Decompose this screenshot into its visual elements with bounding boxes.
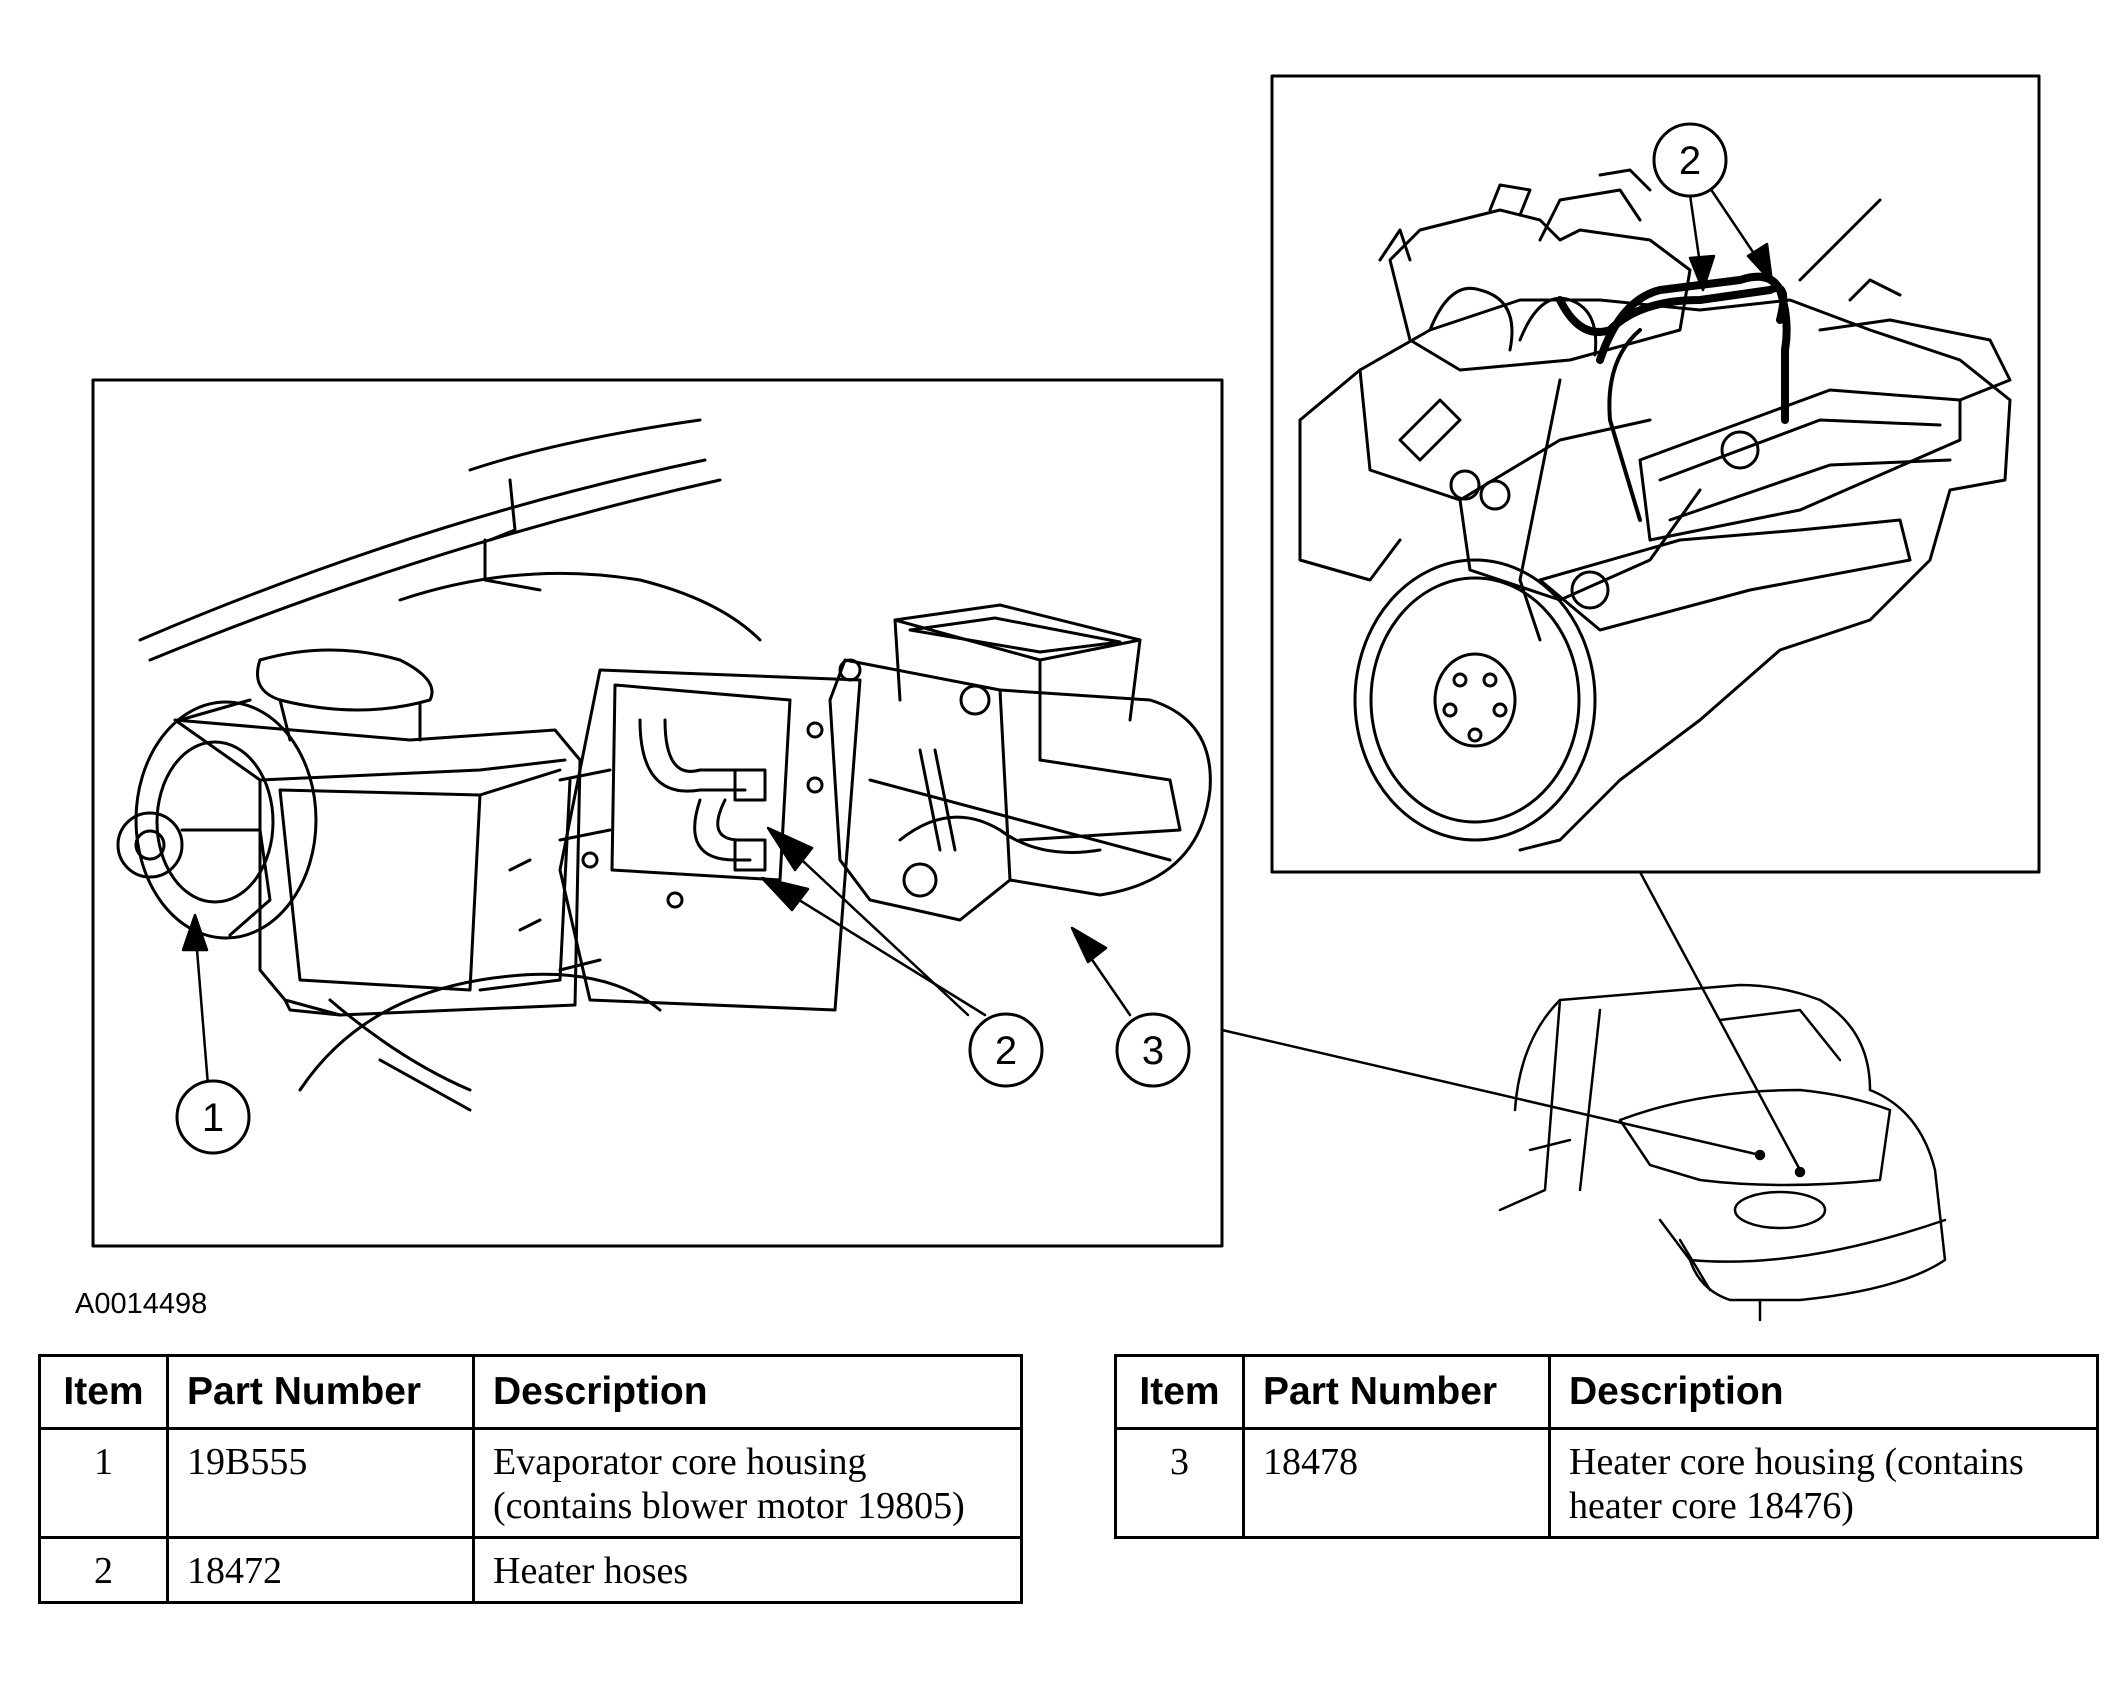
header-description: Description — [1548, 1354, 2099, 1430]
callout-2-engine-label: 2 — [1679, 139, 1701, 183]
main-panel-frame — [91, 378, 1224, 1248]
leader-lines-engine — [1688, 186, 1774, 292]
leader-lines-main — [181, 826, 1132, 1112]
heater-hose-fittings-drawing — [558, 668, 862, 1012]
description-cell: Evaporator core housing (contains blower… — [472, 1427, 1023, 1539]
table-row: 3 18478 Heater core housing (contains he… — [1114, 1427, 2099, 1539]
description-cell: Heater hoses — [472, 1536, 1023, 1604]
header-item: Item — [38, 1354, 169, 1430]
part-number-cell: 18478 — [1242, 1427, 1551, 1539]
callout-3-label: 3 — [1142, 1029, 1164, 1073]
part-number-cell: 18472 — [166, 1536, 475, 1604]
callout-1-label: 1 — [202, 1096, 224, 1140]
engine-drawing — [1298, 168, 2012, 852]
callout-2-label: 2 — [995, 1029, 1017, 1073]
header-part-number: Part Number — [1242, 1354, 1551, 1430]
header-description: Description — [472, 1354, 1023, 1430]
locator-line-engine — [1638, 870, 1802, 1172]
figure-id: A0014498 — [75, 1288, 208, 1320]
evaporator-housing-drawing — [116, 648, 612, 1017]
description-cell: Heater core housing (contains heater cor… — [1548, 1427, 2099, 1539]
table-header-row: Item Part Number Description — [38, 1354, 1023, 1430]
callout-2: 2 — [968, 1012, 1044, 1088]
main-detail-panel — [91, 378, 1224, 1248]
locator-line-main — [1220, 1028, 1762, 1157]
vehicle-locator — [1220, 870, 1947, 1322]
callout-2-engine: 2 — [1652, 122, 1728, 198]
engine-panel-frame — [1270, 74, 2041, 874]
parts-table-left: Item Part Number Description 1 19B555 Ev… — [38, 1354, 1023, 1604]
callout-3: 3 — [1115, 1012, 1191, 1088]
header-item: Item — [1114, 1354, 1245, 1430]
van-outline — [1498, 983, 1947, 1322]
part-number-cell: 19B555 — [166, 1427, 475, 1539]
heater-core-housing-drawing — [828, 603, 1212, 922]
table-row: 1 19B555 Evaporator core housing (contai… — [38, 1427, 1023, 1539]
item-cell: 3 — [1114, 1427, 1245, 1539]
table-row: 2 18472 Heater hoses — [38, 1536, 1023, 1604]
header-part-number: Part Number — [166, 1354, 475, 1430]
engine-detail-panel — [1270, 74, 2041, 874]
item-cell: 1 — [38, 1427, 169, 1539]
parts-table-right: Item Part Number Description 3 18478 Hea… — [1114, 1354, 2099, 1539]
item-cell: 2 — [38, 1536, 169, 1604]
callout-1: 1 — [175, 1079, 251, 1155]
table-header-row: Item Part Number Description — [1114, 1354, 2099, 1430]
